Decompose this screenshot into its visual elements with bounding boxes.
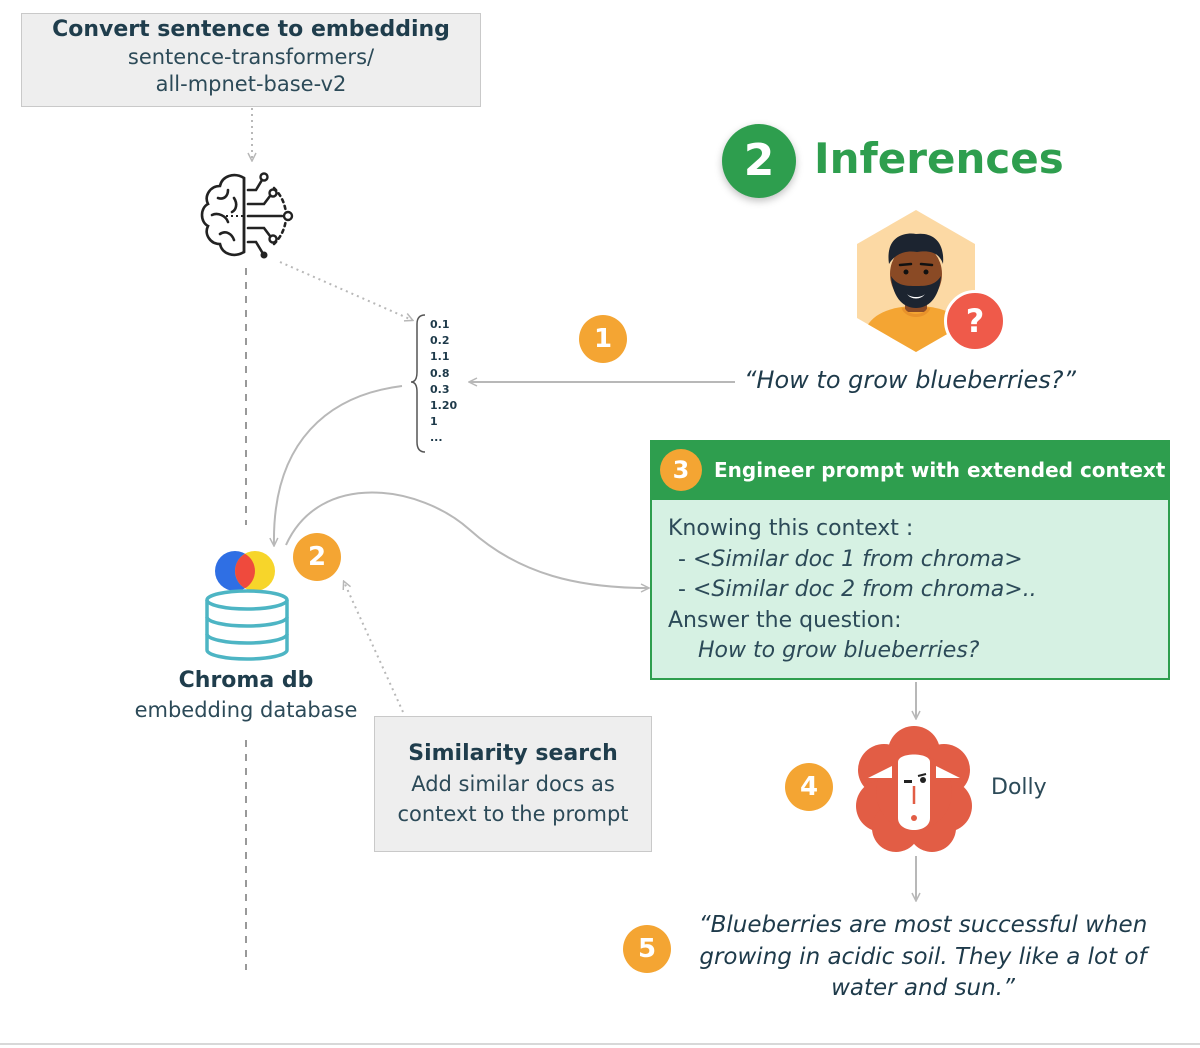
prompt-line-doc2: - <Similar doc 2 from chroma>.. <box>678 577 1037 602</box>
arrow-vector-to-db <box>274 385 403 545</box>
prompt-box: 3 Engineer prompt with extended context … <box>650 440 1170 680</box>
similarity-line2: context to the prompt <box>397 802 629 826</box>
question-text: “How to grow blueberries?” <box>744 366 1076 394</box>
answer-text: “Blueberries are most successful when gr… <box>676 910 1170 1005</box>
step-badge-5: 5 <box>623 925 671 973</box>
arrow-brain-to-vector <box>279 261 412 320</box>
step-badge-1: 1 <box>579 315 627 363</box>
section-number: 2 <box>743 135 775 186</box>
vector-value: 1.20 <box>430 399 458 413</box>
embed-box-title: Convert sentence to embedding <box>52 17 450 42</box>
question-mark: ? <box>965 302 985 340</box>
prompt-line-answer: Answer the question: <box>668 607 902 633</box>
similarity-title: Similarity search <box>408 741 618 766</box>
similarity-search-box: Similarity search Add similar docs as co… <box>374 716 652 852</box>
brain-circuit-icon <box>200 172 294 259</box>
chroma-subtitle: embedding database <box>134 698 358 722</box>
step-badge-3: 3 <box>660 449 702 491</box>
question-mark-icon: ? <box>944 290 1006 352</box>
similarity-line1: Add similar docs as <box>411 772 615 796</box>
step-badge-2: 2 <box>293 533 341 581</box>
section-number-circle: 2 <box>722 124 796 198</box>
prompt-header: 3 Engineer prompt with extended context <box>652 442 1168 500</box>
vector-value: 0.8 <box>430 366 450 380</box>
answer-line: “Blueberries are most successful when <box>698 912 1148 938</box>
arrow-db-to-prompt <box>285 491 648 589</box>
prompt-body: Knowing this context : - <Similar doc 1 … <box>652 500 1168 681</box>
prompt-line-context: Knowing this context : <box>668 516 914 541</box>
embed-box-model-line2: all-mpnet-base-v2 <box>155 72 347 96</box>
step-badge-4: 4 <box>785 763 833 811</box>
vector-bracket <box>410 314 426 453</box>
section-title: Inferences <box>814 134 1064 183</box>
embedding-vector: 0.1 0.2 1.1 0.8 0.3 1.20 1 ... <box>430 317 457 447</box>
answer-line: growing in acidic soil. They like a lot … <box>699 943 1147 970</box>
chroma-title: Chroma db <box>178 668 314 693</box>
vector-value: 0.3 <box>430 382 450 396</box>
prompt-header-title: Engineer prompt with extended context <box>714 458 1166 482</box>
vector-value: 0.1 <box>430 318 450 331</box>
prompt-line-question: How to grow blueberries? <box>698 638 980 663</box>
vector-value: ... <box>430 431 443 445</box>
embed-box-model-line1: sentence-transformers/ <box>127 45 375 69</box>
vector-value: 1.1 <box>430 350 450 364</box>
chroma-logo-icon <box>215 551 275 591</box>
vector-value: 0.2 <box>430 334 450 348</box>
dolly-label: Dolly <box>991 775 1047 800</box>
vector-value: 1 <box>430 415 438 429</box>
database-icon <box>205 589 289 661</box>
dolly-sheep-icon <box>856 726 972 852</box>
prompt-line-doc1: - <Similar doc 1 from chroma> <box>678 546 1023 572</box>
embed-box: Convert sentence to embedding sentence-t… <box>21 13 481 107</box>
answer-line: water and sun.” <box>831 975 1015 1001</box>
